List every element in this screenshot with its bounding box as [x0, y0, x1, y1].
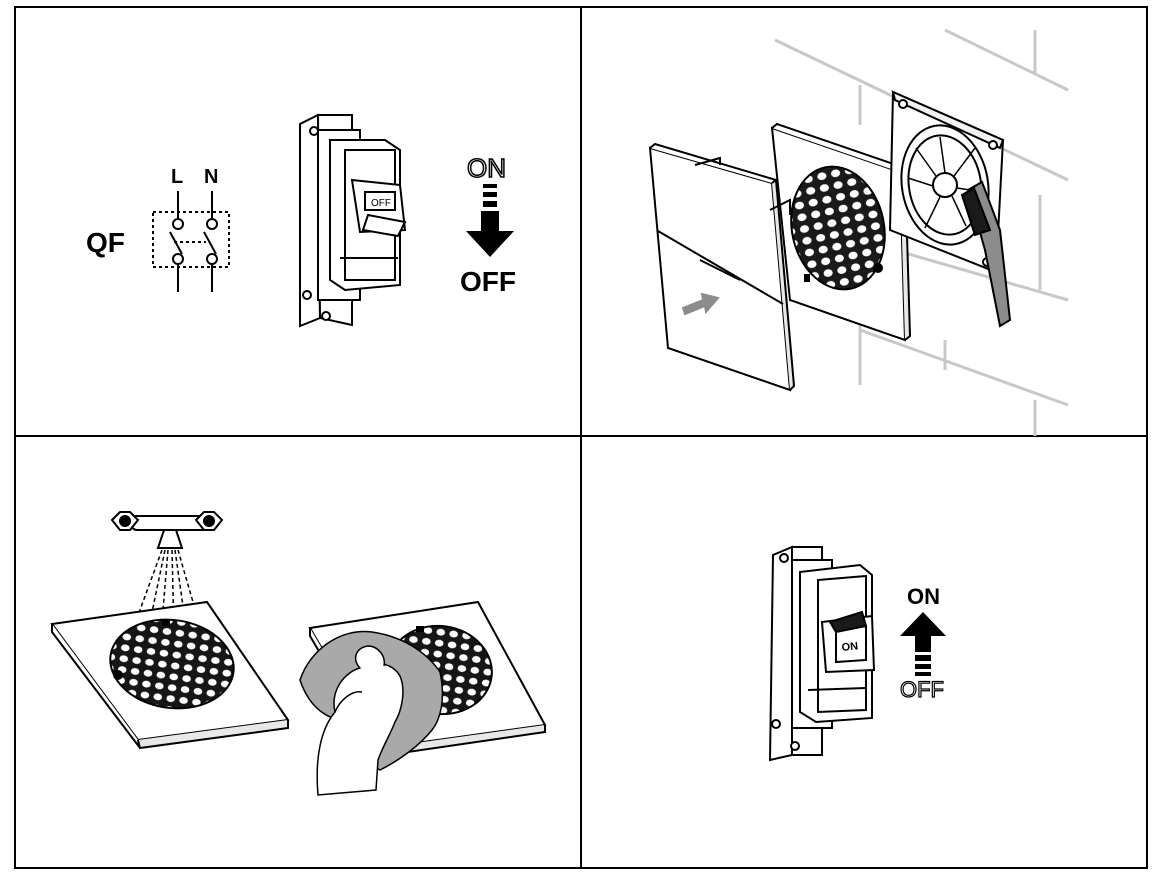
breaker-off-label: OFF [371, 198, 391, 209]
faucet-icon [110, 511, 224, 549]
tool-pliers [960, 180, 1012, 328]
down-arrow-icon [466, 184, 514, 257]
panel-switch-off: QF L N [86, 113, 516, 328]
grille-washed [50, 600, 290, 750]
l-label: L [171, 166, 183, 188]
arrow-from-label-off: OFF [900, 677, 944, 702]
qf-label: QF [86, 227, 125, 258]
breaker-device-on [768, 545, 876, 762]
breaker-schematic [152, 191, 230, 292]
arrow-to-label: OFF [460, 266, 516, 297]
arrow-from-label: ON [467, 153, 506, 183]
breaker-on-label: ON [841, 640, 859, 654]
breaker-device-off [299, 113, 407, 328]
panel-disassembly [648, 28, 1069, 436]
hand-icon [316, 645, 404, 796]
panel-switch-on: ON ON OFF [768, 545, 946, 762]
panel-washing [50, 511, 547, 796]
n-label: N [204, 166, 218, 188]
arrow-to-label-on: ON [907, 584, 940, 609]
up-arrow-icon [900, 612, 946, 676]
grille-plate [769, 122, 912, 342]
front-cover [648, 142, 796, 392]
fan-body [888, 90, 1005, 274]
panel-frame [14, 6, 1148, 869]
